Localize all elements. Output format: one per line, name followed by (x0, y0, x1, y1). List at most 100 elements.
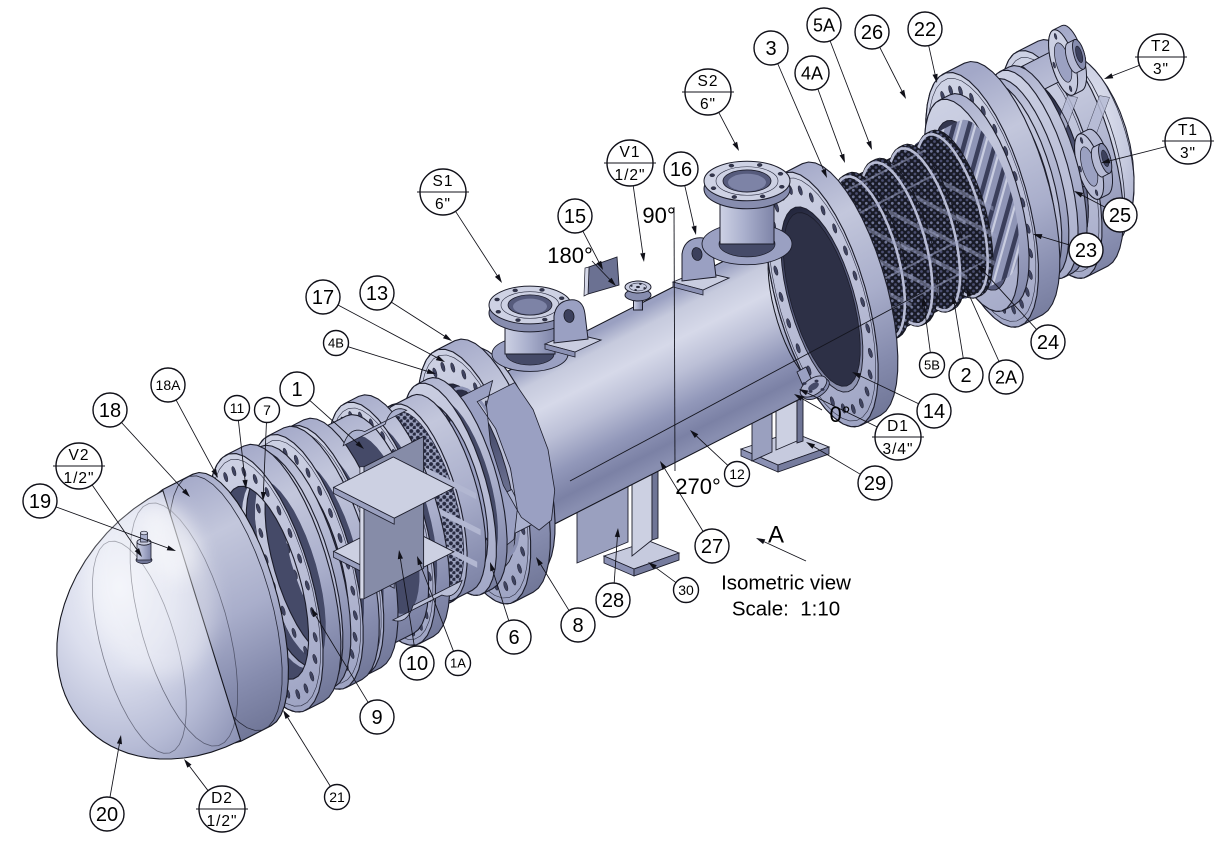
balloon-4A-arrowhead (839, 153, 845, 163)
balloon-5A: 5A (806, 7, 872, 150)
balloon-17: 17 (305, 279, 445, 362)
balloon-3-leader (777, 63, 824, 170)
balloon-1: 1 (279, 371, 364, 449)
balloon-21-arrowhead (283, 710, 290, 719)
flag-V1-arrowhead (640, 252, 646, 262)
flag-V1-leader (632, 185, 644, 254)
balloon-label: 14 (923, 401, 945, 423)
balloon-11: 11 (223, 394, 251, 489)
balloon-18A-leader (175, 399, 215, 471)
balloon-label: 30 (678, 582, 694, 598)
flag-T2-arrowhead (1104, 73, 1114, 79)
balloon-10-leader (399, 558, 415, 647)
balloon-label: 1A (450, 656, 466, 671)
balloon-12-leader (696, 435, 729, 466)
balloon-5A-arrowhead (866, 140, 872, 150)
balloon-circle (444, 649, 472, 677)
balloon-label: 5B (924, 358, 940, 373)
balloon-label: 10 (406, 653, 428, 675)
balloon-circle (1030, 324, 1066, 360)
balloon-2: 2 (948, 295, 984, 393)
balloon-label: 24 (1037, 332, 1059, 354)
flag-size: 6" (700, 96, 716, 113)
balloon-circle (359, 275, 395, 311)
balloon-label: 27 (701, 536, 723, 558)
balloon-6-leader (492, 570, 510, 621)
angle-label: 180° (547, 243, 593, 268)
angle-marker-0: 0° (794, 394, 851, 427)
balloon-circle (150, 367, 186, 403)
flag-callout-D2: D21/2" (184, 759, 248, 833)
angle-arrowhead (607, 277, 616, 286)
balloon-4A: 4A (794, 55, 845, 163)
balloon-circle (399, 645, 435, 681)
balloon-26-arrowhead (899, 89, 906, 99)
balloon-circle (857, 465, 893, 501)
balloon-5B-arrowhead (921, 297, 927, 307)
balloon-23: 23 (1033, 232, 1104, 268)
balloon-1-arrowhead (355, 441, 364, 449)
balloon-29: 29 (806, 442, 893, 501)
nozzle-v1 (624, 280, 652, 311)
balloon-8: 8 (536, 557, 596, 643)
balloon-10-arrowhead (397, 550, 403, 560)
flag-T1-arrowhead (1101, 158, 1111, 164)
angle-marker-270: 270° (675, 474, 721, 499)
balloon-3-arrowhead (821, 168, 827, 178)
angle-label: 0° (829, 402, 850, 427)
balloon-circle (988, 359, 1024, 395)
balloon-2-arrowhead (951, 295, 957, 305)
flag-size: 3" (1180, 145, 1196, 162)
balloon-23-leader (1041, 236, 1070, 246)
nozzle-s2 (701, 160, 793, 266)
balloon-13: 13 (359, 275, 452, 341)
balloon-4A-leader (817, 88, 843, 155)
balloon-circle (253, 396, 281, 424)
balloon-2A-leader (969, 296, 1000, 362)
flag-callout-T1: T13" (1101, 117, 1214, 165)
balloon-19-arrowhead (166, 545, 176, 551)
balloon-24: 24 (977, 264, 1066, 360)
flag-designation: V1 (620, 144, 641, 161)
balloon-label: 2A (995, 367, 1017, 387)
nameplate-bracket (583, 256, 620, 297)
balloon-1-leader (309, 400, 358, 444)
balloon-circle (672, 576, 700, 604)
flag-size: 3" (1153, 61, 1169, 78)
flag-D1-arrowhead (799, 389, 809, 396)
flag-D1-leader (806, 392, 878, 428)
balloon-27: 27 (660, 461, 730, 564)
balloon-circle (694, 528, 730, 564)
balloon-circle (279, 371, 315, 407)
balloon-23-arrowhead (1033, 234, 1043, 240)
balloon-circle (794, 55, 830, 91)
balloon-5A-leader (829, 40, 870, 142)
balloon-circle (323, 783, 351, 811)
flag-designation: T1 (1178, 122, 1198, 139)
balloon-14-leader (859, 375, 919, 405)
balloon-circle (854, 14, 890, 50)
balloon-2-leader (954, 303, 964, 359)
balloon-9: 9 (311, 608, 395, 735)
balloon-15: 15 (557, 198, 603, 270)
balloon-7: 7 (253, 396, 281, 501)
balloon-22-arrowhead (932, 73, 938, 83)
balloon-label: 4A (801, 63, 823, 83)
flag-designation: D1 (887, 418, 909, 435)
line-0-180 (569, 290, 926, 482)
view-arrow-arrowhead (756, 538, 766, 545)
balloon-21: 21 (283, 710, 351, 811)
balloon-5B: 5B (918, 297, 946, 379)
balloon-label: 3 (765, 38, 776, 60)
balloon-1A-arrowhead (417, 556, 423, 566)
balloon-17-leader (337, 304, 438, 359)
balloon-label: 1 (291, 379, 302, 401)
balloon-24-arrowhead (977, 264, 985, 273)
heat-exchanger-artwork (56, 24, 1135, 760)
balloon-circle (322, 329, 350, 357)
balloon-28-leader (613, 536, 618, 584)
balloon-label: 29 (864, 473, 886, 495)
